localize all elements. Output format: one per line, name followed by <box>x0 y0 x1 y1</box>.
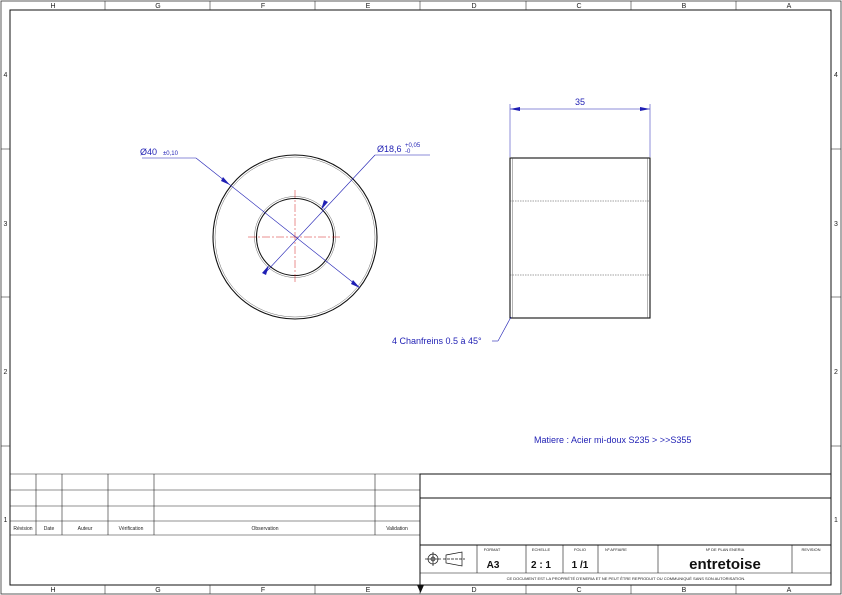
zone-right-4: 4 <box>834 72 838 79</box>
zone-bottom-c: C <box>576 587 581 594</box>
outer-diameter-dimension: Ø40 ±0,10 <box>140 147 361 289</box>
zone-left-1: 1 <box>4 517 8 524</box>
zone-bottom-a: A <box>787 587 792 594</box>
zone-letters-top: H G F E D C B A <box>50 3 791 10</box>
zone-right-2: 2 <box>834 369 838 376</box>
length-arrow-left <box>510 107 520 111</box>
zone-top-a: A <box>787 3 792 10</box>
chamfer-note: 4 Chanfreins 0.5 à 45° <box>392 336 482 346</box>
zone-bottom-b: B <box>682 587 687 594</box>
ownership-footer: CE DOCUMENT EST LA PROPRIÉTÉ D'ENERIA ET… <box>507 576 746 581</box>
inner-tolerance-upper: +0,05 <box>405 143 421 149</box>
zone-numbers-left: 4 3 2 1 <box>4 72 8 524</box>
inner-dim-arrow-1 <box>321 200 328 210</box>
affaire-label: Nº AFFAIRE <box>605 547 627 552</box>
rev-header-author: Auteur <box>78 526 93 532</box>
folio-label: FOLIO <box>574 547 586 552</box>
length-dimension: 35 <box>509 97 651 157</box>
zone-top-f: F <box>261 3 265 10</box>
zone-numbers-right: 4 3 2 1 <box>834 72 838 524</box>
inner-dim-arrow-2 <box>262 265 269 275</box>
folio-value: 1 /1 <box>572 560 589 571</box>
outer-circle <box>212 154 378 320</box>
front-view: Ø40 ±0,10 Ø18,6 +0,05 -0 <box>140 143 430 320</box>
title-block <box>419 473 832 586</box>
zone-top-h: H <box>50 3 55 10</box>
material-note: Matiere : Acier mi-doux S235 > >>S355 <box>534 435 691 445</box>
zone-bottom-d: D <box>471 587 476 594</box>
rev-header-date: Date <box>44 526 55 532</box>
zone-top-g: G <box>155 3 160 10</box>
zone-bottom-h: H <box>50 587 55 594</box>
side-view: 35 4 Chanfreins 0.5 à 45° <box>392 97 651 346</box>
zone-left-4: 4 <box>4 72 8 79</box>
zone-top-d: D <box>471 3 476 10</box>
chamfer-callout: 4 Chanfreins 0.5 à 45° <box>392 316 512 346</box>
zone-left-3: 3 <box>4 221 8 228</box>
revision-headers: Révision Date Auteur Vérification Observ… <box>13 526 408 532</box>
length-label: 35 <box>575 97 585 107</box>
revision-table <box>10 473 421 585</box>
chamfer-leader <box>497 316 512 342</box>
length-arrow-right <box>640 107 650 111</box>
inner-diameter-dimension: Ø18,6 +0,05 -0 <box>262 143 430 275</box>
zone-letters-bottom: H G F E D C B A <box>50 587 791 594</box>
format-value: A3 <box>487 560 500 571</box>
zone-bottom-f: F <box>261 587 265 594</box>
projection-symbol-icon <box>425 551 465 567</box>
scale-value: 2 : 1 <box>531 560 551 571</box>
zone-top-e: E <box>366 3 371 10</box>
revision-label: REVISION <box>801 547 820 552</box>
plan-number-value: entretoise <box>689 556 761 573</box>
scale-label: ECHELLE <box>532 547 551 552</box>
zone-bottom-g: G <box>155 587 160 594</box>
zone-right-3: 3 <box>834 221 838 228</box>
inner-diameter-label: Ø18,6 <box>377 144 402 154</box>
outer-dim-arrow-2 <box>351 280 360 288</box>
zone-top-b: B <box>682 3 687 10</box>
zone-top-c: C <box>576 3 581 10</box>
inner-tolerance-lower: -0 <box>405 149 411 155</box>
rev-header-revision: Révision <box>13 526 32 532</box>
zone-bottom-e: E <box>366 587 371 594</box>
outer-dim-line <box>195 157 361 289</box>
side-body <box>509 157 651 319</box>
outer-diameter-tolerance: ±0,10 <box>163 151 179 157</box>
zone-right-1: 1 <box>834 517 838 524</box>
zone-left-2: 2 <box>4 369 8 376</box>
inner-dim-line <box>265 154 376 273</box>
rev-header-observation: Observation <box>252 526 279 532</box>
centering-arrow <box>417 585 424 593</box>
rev-header-validation: Validation <box>386 526 408 532</box>
outer-diameter-label: Ø40 <box>140 147 157 157</box>
outer-chamfer-circle <box>214 156 376 318</box>
plan-number-label: Nº DE PLAN ENERIA <box>706 547 745 552</box>
format-label: FORMAT <box>484 547 501 552</box>
rev-header-verification: Vérification <box>119 526 144 532</box>
outer-dim-arrow-1 <box>221 177 230 185</box>
title-block-fields: FORMAT A3 ECHELLE 2 : 1 FOLIO 1 /1 Nº AF… <box>484 547 821 581</box>
